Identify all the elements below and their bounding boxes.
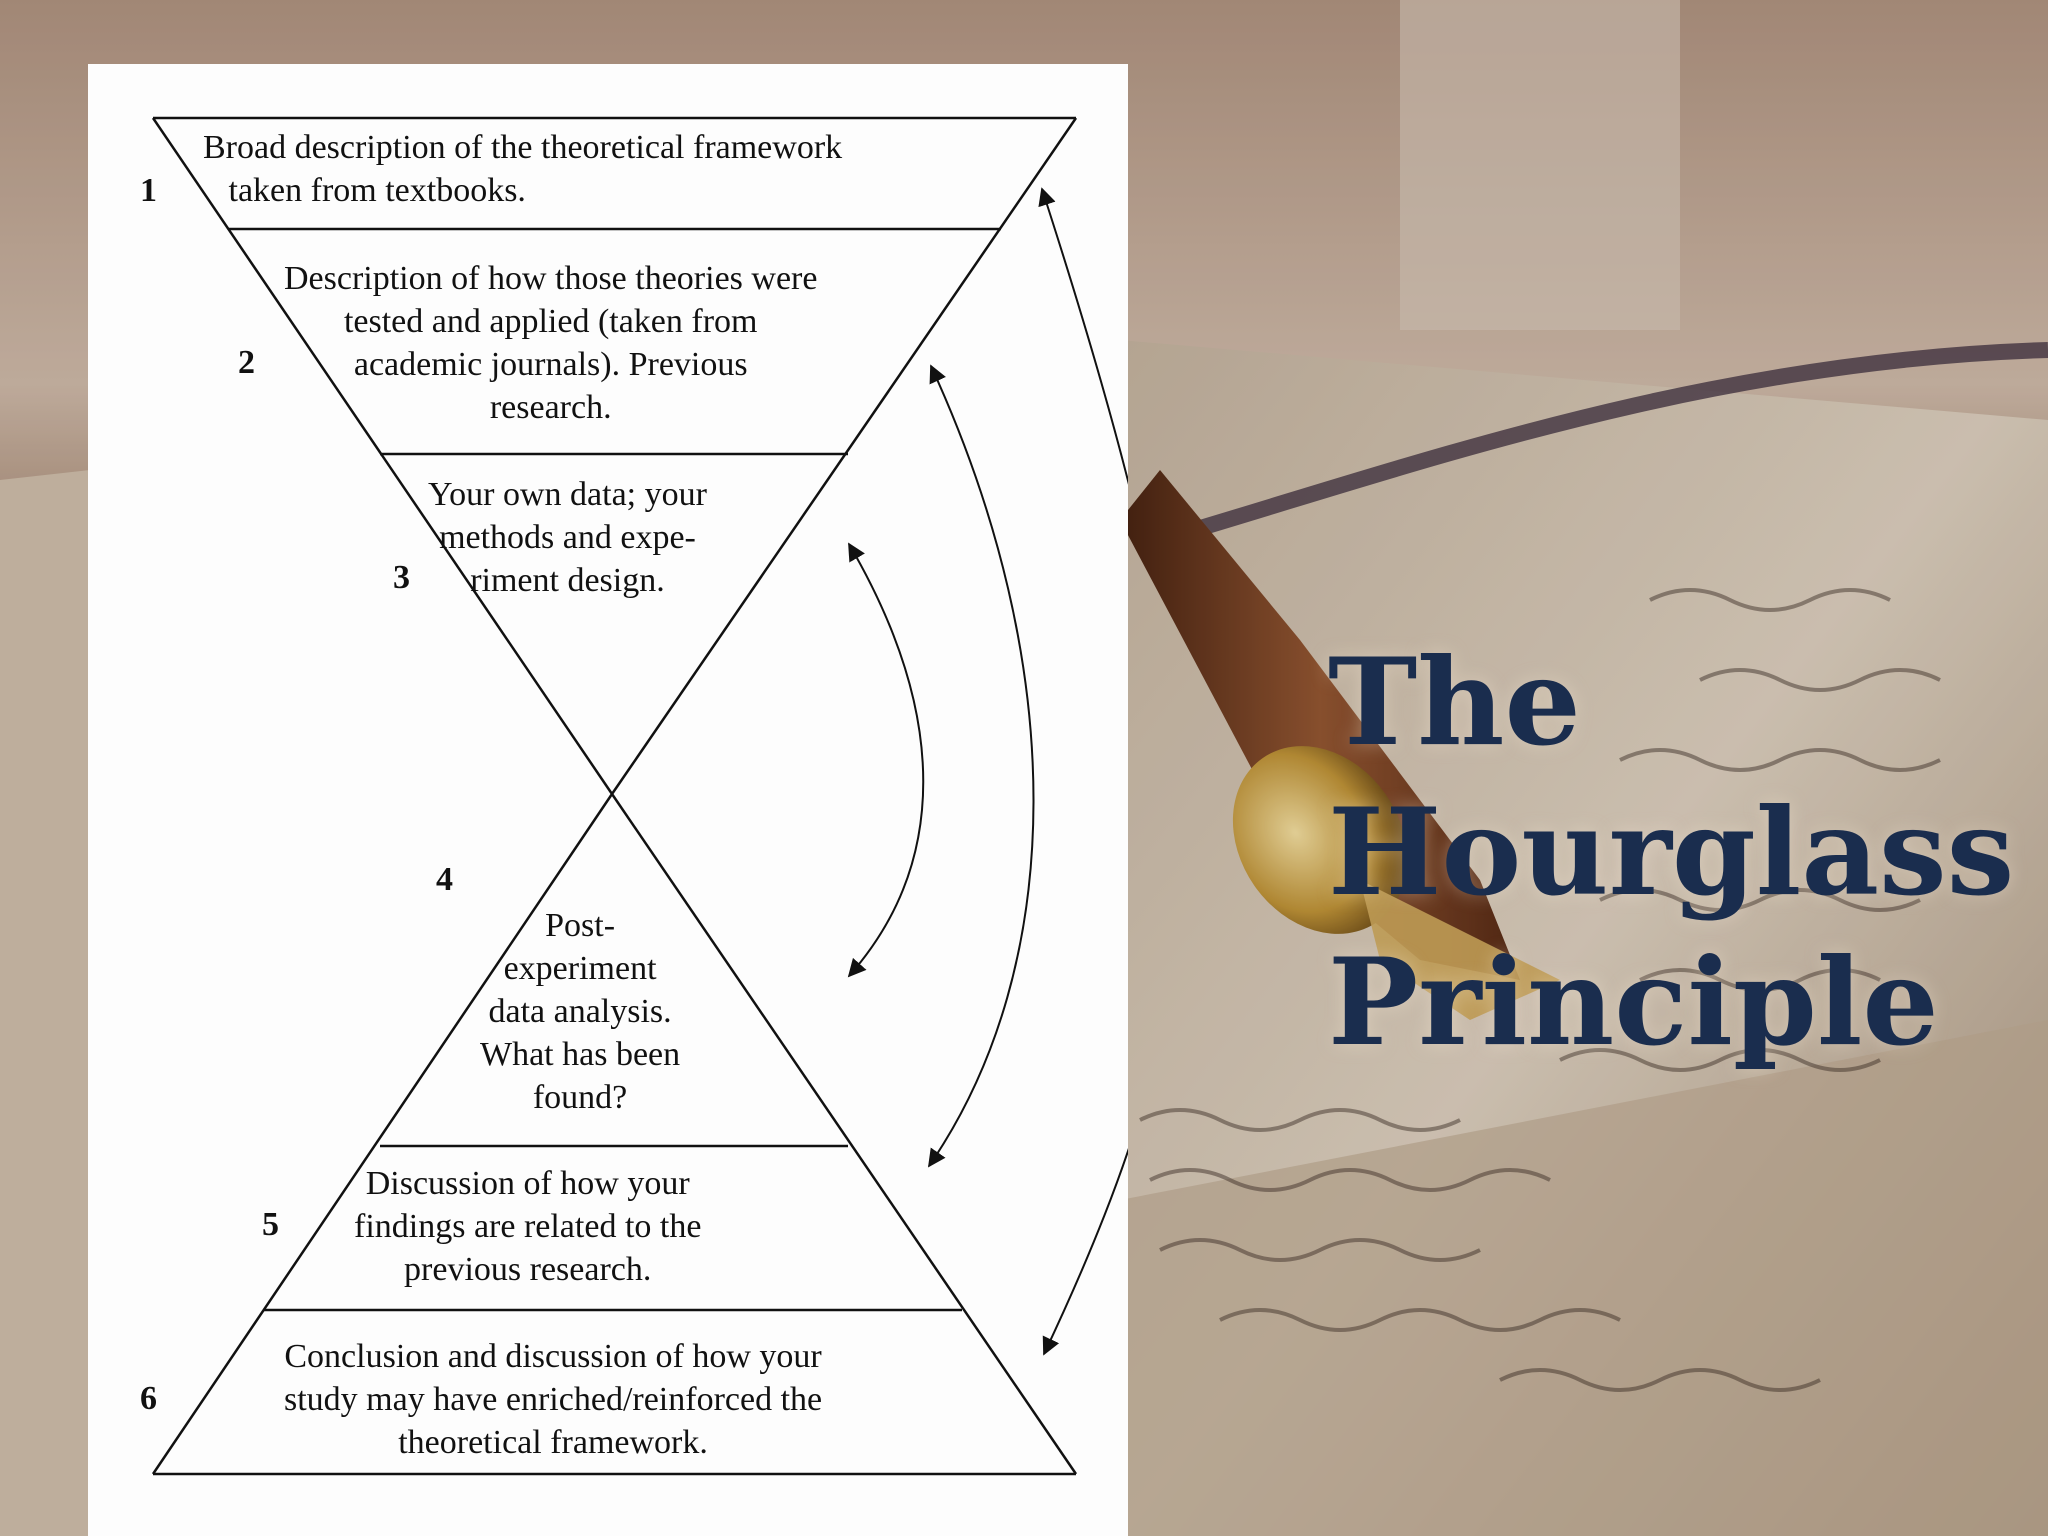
hourglass-outline-right-top: [610, 117, 1078, 795]
section-text-6: Conclusion and discussion of how your st…: [284, 1338, 823, 1461]
section-text-1: Broad description of the theoretical fra…: [203, 129, 843, 209]
section-text-3: Your own data; your methods and expe- ri…: [428, 476, 707, 599]
section-number-4: 4: [436, 861, 453, 898]
hourglass-diagram: [151, 116, 1128, 1476]
hourglass-diagram-panel: 1 Broad description of the theoretical f…: [88, 64, 1128, 1536]
hourglass-outline-left-bottom: [151, 793, 614, 1475]
connector-arrow-2-5: [927, 364, 1035, 1168]
slide-title: The Hourglass Principle: [1328, 628, 2028, 1078]
section-number-1: 1: [140, 172, 157, 209]
section-number-6: 6: [140, 1380, 157, 1417]
title-line-1: The: [1328, 632, 1581, 773]
section-text-4: Post- experiment data analysis. What has…: [480, 907, 681, 1116]
section-number-2: 2: [238, 344, 255, 381]
hourglass-outline-right-bottom: [610, 793, 1078, 1475]
section-number-3: 3: [393, 559, 410, 596]
title-line-3: Principle: [1328, 932, 1939, 1073]
section-text-5: Discussion of how your findings are rela…: [354, 1165, 702, 1288]
hourglass-outline-left-top: [151, 117, 614, 795]
section-number-5: 5: [262, 1206, 279, 1243]
section-text-2: Description of how those theories were t…: [284, 260, 818, 426]
title-line-2: Hourglass: [1328, 782, 2015, 923]
connector-arrow-3-4: [847, 542, 925, 978]
connector-arrow-1-6: [1038, 187, 1128, 1356]
